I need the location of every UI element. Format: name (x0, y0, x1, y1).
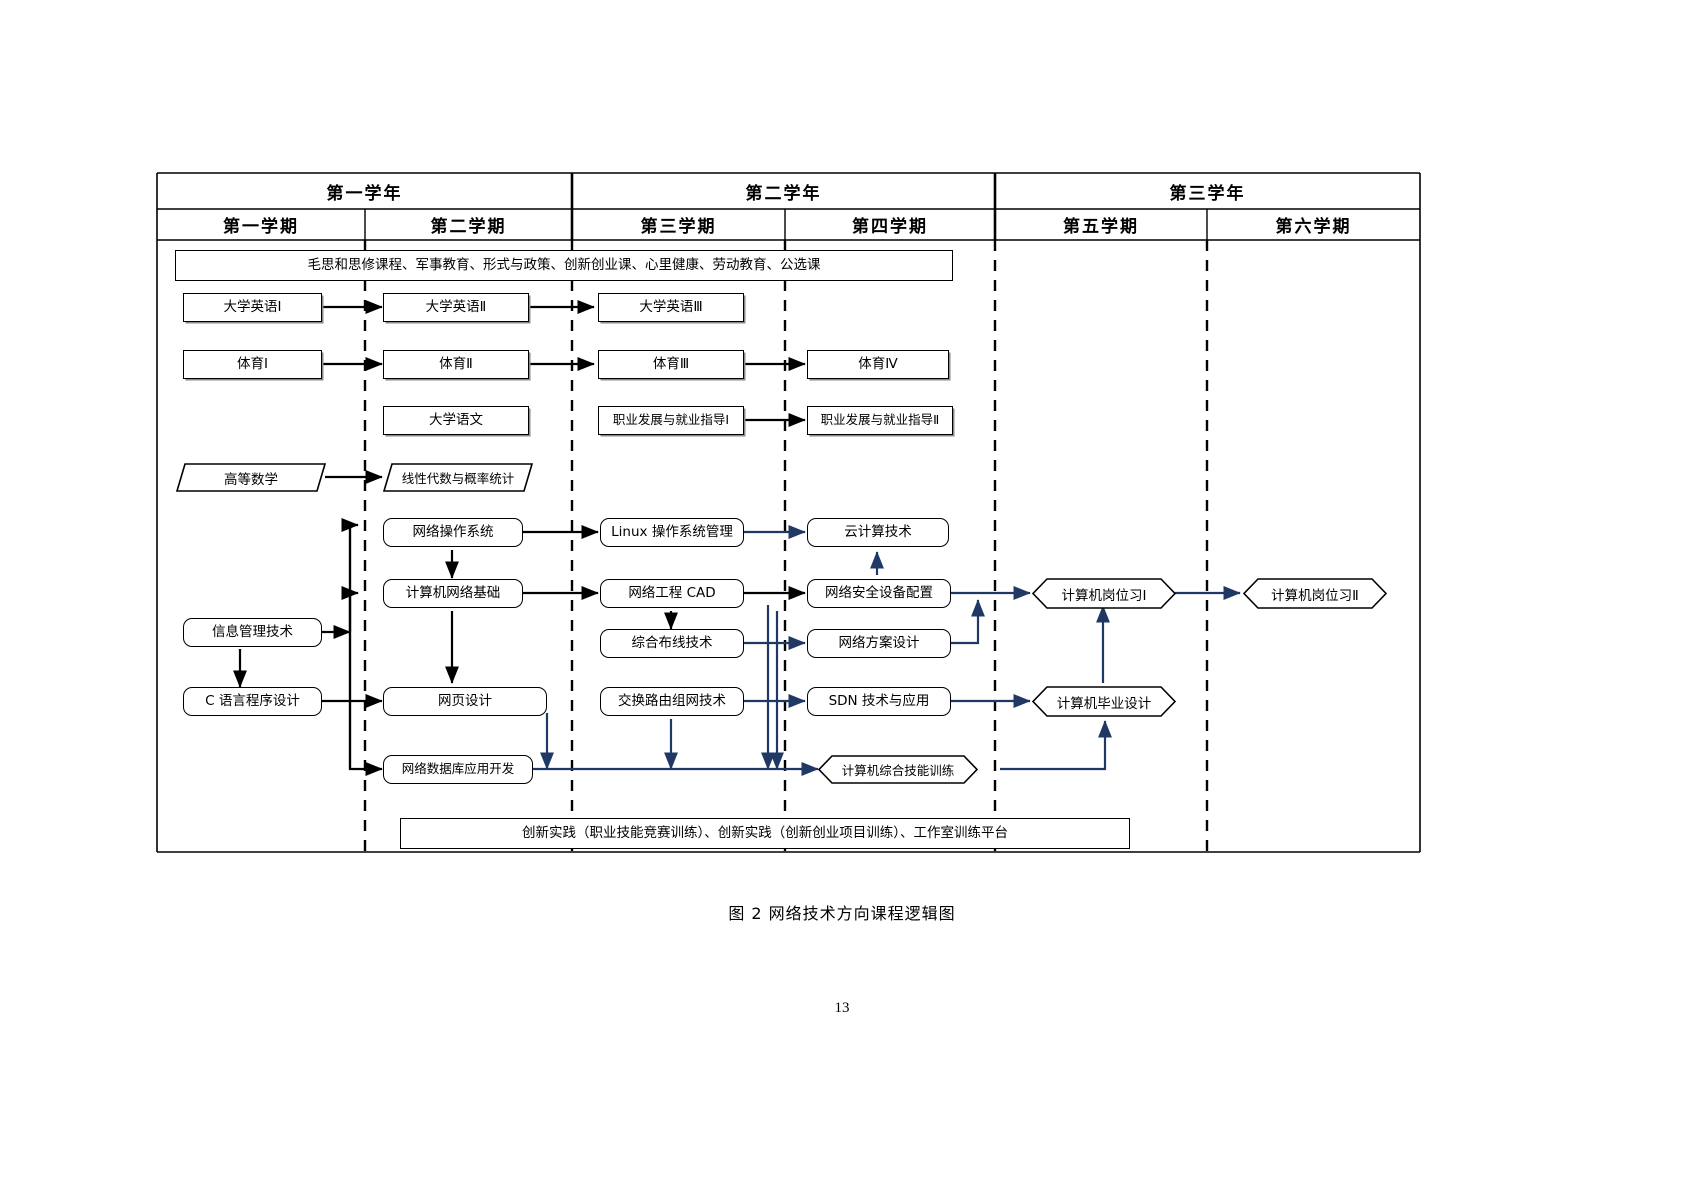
course-info-management-label: 信息管理技术 (212, 623, 293, 640)
course-pe-4[interactable]: 体育Ⅳ (807, 350, 949, 379)
course-cloud-computing[interactable]: 云计算技术 (807, 518, 949, 547)
course-cloud-computing-label: 云计算技术 (844, 523, 912, 540)
year-header-2-label: 第二学年 (745, 183, 822, 204)
course-sdn[interactable]: SDN 技术与应用 (807, 687, 951, 716)
year-header-3-label: 第三学年 (1169, 183, 1246, 204)
course-college-chinese-label: 大学语文 (429, 411, 483, 428)
course-web-design[interactable]: 网页设计 (383, 687, 547, 716)
course-network-os-label: 网络操作系统 (412, 523, 494, 540)
course-linux-admin-label: Linux 操作系统管理 (611, 523, 733, 540)
page-number: 13 (0, 1000, 1684, 1017)
course-higher-math[interactable]: 高等数学 (176, 463, 326, 492)
course-info-management[interactable]: 信息管理技术 (183, 618, 322, 647)
year-header-1-label: 第一学年 (326, 183, 403, 204)
course-graduation-design[interactable]: 计算机毕业设计 (1032, 686, 1176, 717)
semester-header-1-label: 第一学期 (223, 217, 299, 237)
banner-general-courses-label: 毛思和思修课程、军事教育、形式与政策、创新创业课、心里健康、劳动教育、公选课 (307, 256, 821, 273)
semester-header-6-label: 第六学期 (1275, 217, 1352, 237)
course-network-database[interactable]: 网络数据库应用开发 (383, 755, 533, 784)
course-college-chinese[interactable]: 大学语文 (383, 406, 529, 435)
course-web-design-label: 网页设计 (438, 692, 492, 709)
hexagon-shape (818, 755, 978, 784)
semester-header-5-label: 第五学期 (1063, 217, 1139, 237)
semester-header-4: 第四学期 (785, 209, 995, 240)
course-career-guidance-2[interactable]: 职业发展与就业指导Ⅱ (807, 406, 953, 435)
course-pe-2-label: 体育Ⅱ (439, 355, 473, 372)
course-pe-1[interactable]: 体育Ⅰ (183, 350, 322, 379)
course-english-2-label: 大学英语Ⅱ (425, 298, 487, 315)
parallelogram-shape (176, 463, 326, 492)
banner-general-courses: 毛思和思修课程、军事教育、形式与政策、创新创业课、心里健康、劳动教育、公选课 (175, 250, 953, 281)
course-internship-2[interactable]: 计算机岗位习Ⅱ (1243, 578, 1387, 609)
course-network-os[interactable]: 网络操作系统 (383, 518, 523, 547)
course-pe-3-label: 体育Ⅲ (652, 355, 690, 372)
course-pe-3[interactable]: 体育Ⅲ (598, 350, 744, 379)
page-number-label: 13 (834, 1000, 850, 1016)
course-linear-algebra[interactable]: 线性代数与概率统计 (383, 463, 533, 492)
parallelogram-shape (383, 463, 533, 492)
figure-caption: 图 2 网络技术方向课程逻辑图 (0, 900, 1684, 924)
course-cabling[interactable]: 综合布线技术 (600, 629, 744, 658)
course-cabling-label: 综合布线技术 (631, 634, 713, 651)
course-network-cad[interactable]: 网络工程 CAD (600, 579, 744, 608)
hexagon-shape (1032, 578, 1176, 609)
course-career-guidance-2-label: 职业发展与就业指导Ⅱ (820, 412, 940, 428)
semester-header-4-label: 第四学期 (852, 217, 928, 237)
semester-header-1: 第一学期 (157, 209, 365, 240)
course-c-language-label: C 语言程序设计 (205, 692, 300, 709)
course-switching-routing[interactable]: 交换路由组网技术 (600, 687, 744, 716)
course-network-planning-label: 网络方案设计 (838, 634, 920, 651)
course-english-2[interactable]: 大学英语Ⅱ (383, 293, 529, 322)
course-network-cad-label: 网络工程 CAD (628, 584, 716, 601)
course-network-planning[interactable]: 网络方案设计 (807, 629, 951, 658)
semester-header-3-label: 第三学期 (640, 217, 717, 237)
course-pe-4-label: 体育Ⅳ (858, 355, 898, 372)
figure-caption-label: 图 2 网络技术方向课程逻辑图 (728, 904, 956, 923)
semester-header-6: 第六学期 (1207, 209, 1420, 240)
course-english-1-label: 大学英语Ⅰ (223, 298, 282, 315)
hexagon-shape (1243, 578, 1387, 609)
course-pe-2[interactable]: 体育Ⅱ (383, 350, 529, 379)
course-switching-routing-label: 交换路由组网技术 (618, 692, 726, 709)
course-network-database-label: 网络数据库应用开发 (401, 761, 515, 777)
hexagon-shape (1032, 686, 1176, 717)
course-sdn-label: SDN 技术与应用 (828, 692, 930, 709)
year-header-1: 第一学年 (157, 173, 572, 209)
course-internship-1[interactable]: 计算机岗位习Ⅰ (1032, 578, 1176, 609)
course-network-basics-label: 计算机网络基础 (405, 584, 501, 601)
course-linux-admin[interactable]: Linux 操作系统管理 (600, 518, 744, 547)
semester-header-2: 第二学期 (365, 209, 572, 240)
course-english-3[interactable]: 大学英语Ⅲ (598, 293, 744, 322)
year-header-3: 第三学年 (995, 173, 1420, 209)
semester-header-2-label: 第二学期 (430, 217, 507, 237)
course-pe-1-label: 体育Ⅰ (237, 355, 268, 372)
course-career-guidance-1-label: 职业发展与就业指导Ⅰ (612, 412, 730, 428)
course-english-1[interactable]: 大学英语Ⅰ (183, 293, 322, 322)
course-english-3-label: 大学英语Ⅲ (639, 298, 703, 315)
banner-innovation-practice-label: 创新实践（职业技能竞赛训练）、创新实践（创新创业项目训练）、工作室训练平台 (522, 824, 1008, 841)
year-header-2: 第二学年 (572, 173, 995, 209)
course-comprehensive-training[interactable]: 计算机综合技能训练 (818, 755, 978, 784)
course-network-security-label: 网络安全设备配置 (825, 584, 933, 601)
banner-innovation-practice: 创新实践（职业技能竞赛训练）、创新实践（创新创业项目训练）、工作室训练平台 (400, 818, 1130, 849)
course-network-basics[interactable]: 计算机网络基础 (383, 579, 523, 608)
semester-header-3: 第三学期 (572, 209, 785, 240)
semester-header-5: 第五学期 (995, 209, 1207, 240)
course-network-security[interactable]: 网络安全设备配置 (807, 579, 951, 608)
course-career-guidance-1[interactable]: 职业发展与就业指导Ⅰ (598, 406, 744, 435)
course-c-language[interactable]: C 语言程序设计 (183, 687, 322, 716)
